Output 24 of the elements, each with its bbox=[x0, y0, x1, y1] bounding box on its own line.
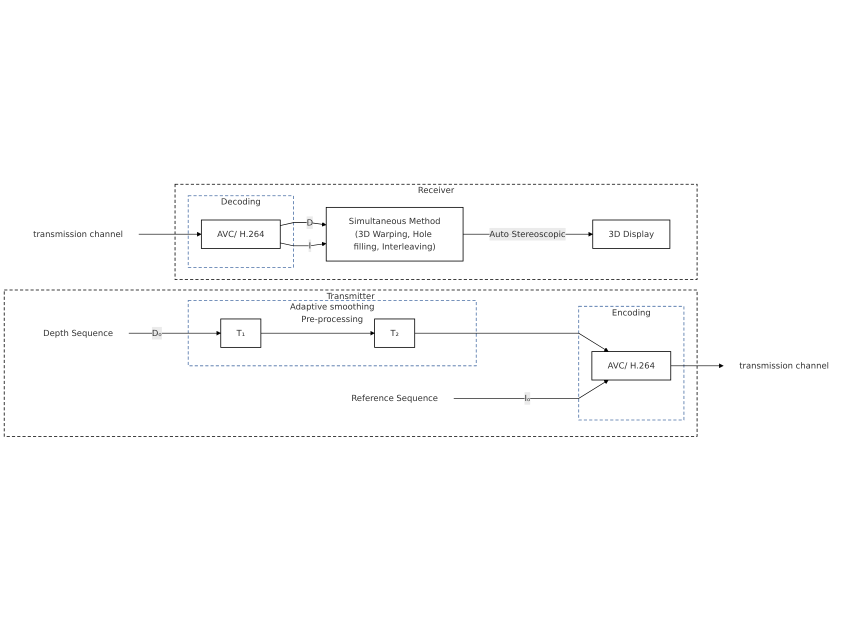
node-label: Pre-processing bbox=[301, 314, 364, 324]
node-box: Simultaneous Method (3D Warping, Hole filling, Interleaving) bbox=[326, 207, 464, 262]
edge-label: I bbox=[308, 240, 312, 251]
node-text: Reference Sequence bbox=[351, 393, 438, 404]
arrow bbox=[670, 364, 724, 368]
edge-label: Auto Stereoscopic bbox=[489, 229, 566, 240]
node-text: transmission channel bbox=[33, 229, 123, 240]
edge-label: Iₒ bbox=[524, 393, 530, 404]
arrow bbox=[280, 222, 326, 227]
arrow bbox=[138, 232, 202, 237]
arrow bbox=[280, 242, 326, 247]
node-text: transmission channel bbox=[739, 360, 829, 371]
arrow bbox=[453, 380, 609, 399]
edge-label: Dₒ bbox=[152, 328, 162, 338]
arrow bbox=[128, 331, 221, 336]
edge-label: D bbox=[306, 218, 314, 228]
node-box: AVC/ H.264 bbox=[591, 351, 672, 381]
node-box: T₂ bbox=[374, 318, 416, 348]
node-box: 3D Display bbox=[592, 220, 670, 250]
node-box: T₁ bbox=[220, 318, 262, 348]
node-box: AVC/ H.264 bbox=[200, 220, 281, 250]
arrow bbox=[414, 333, 609, 352]
node-text: Depth Sequence bbox=[43, 328, 114, 338]
arrow bbox=[260, 331, 375, 336]
